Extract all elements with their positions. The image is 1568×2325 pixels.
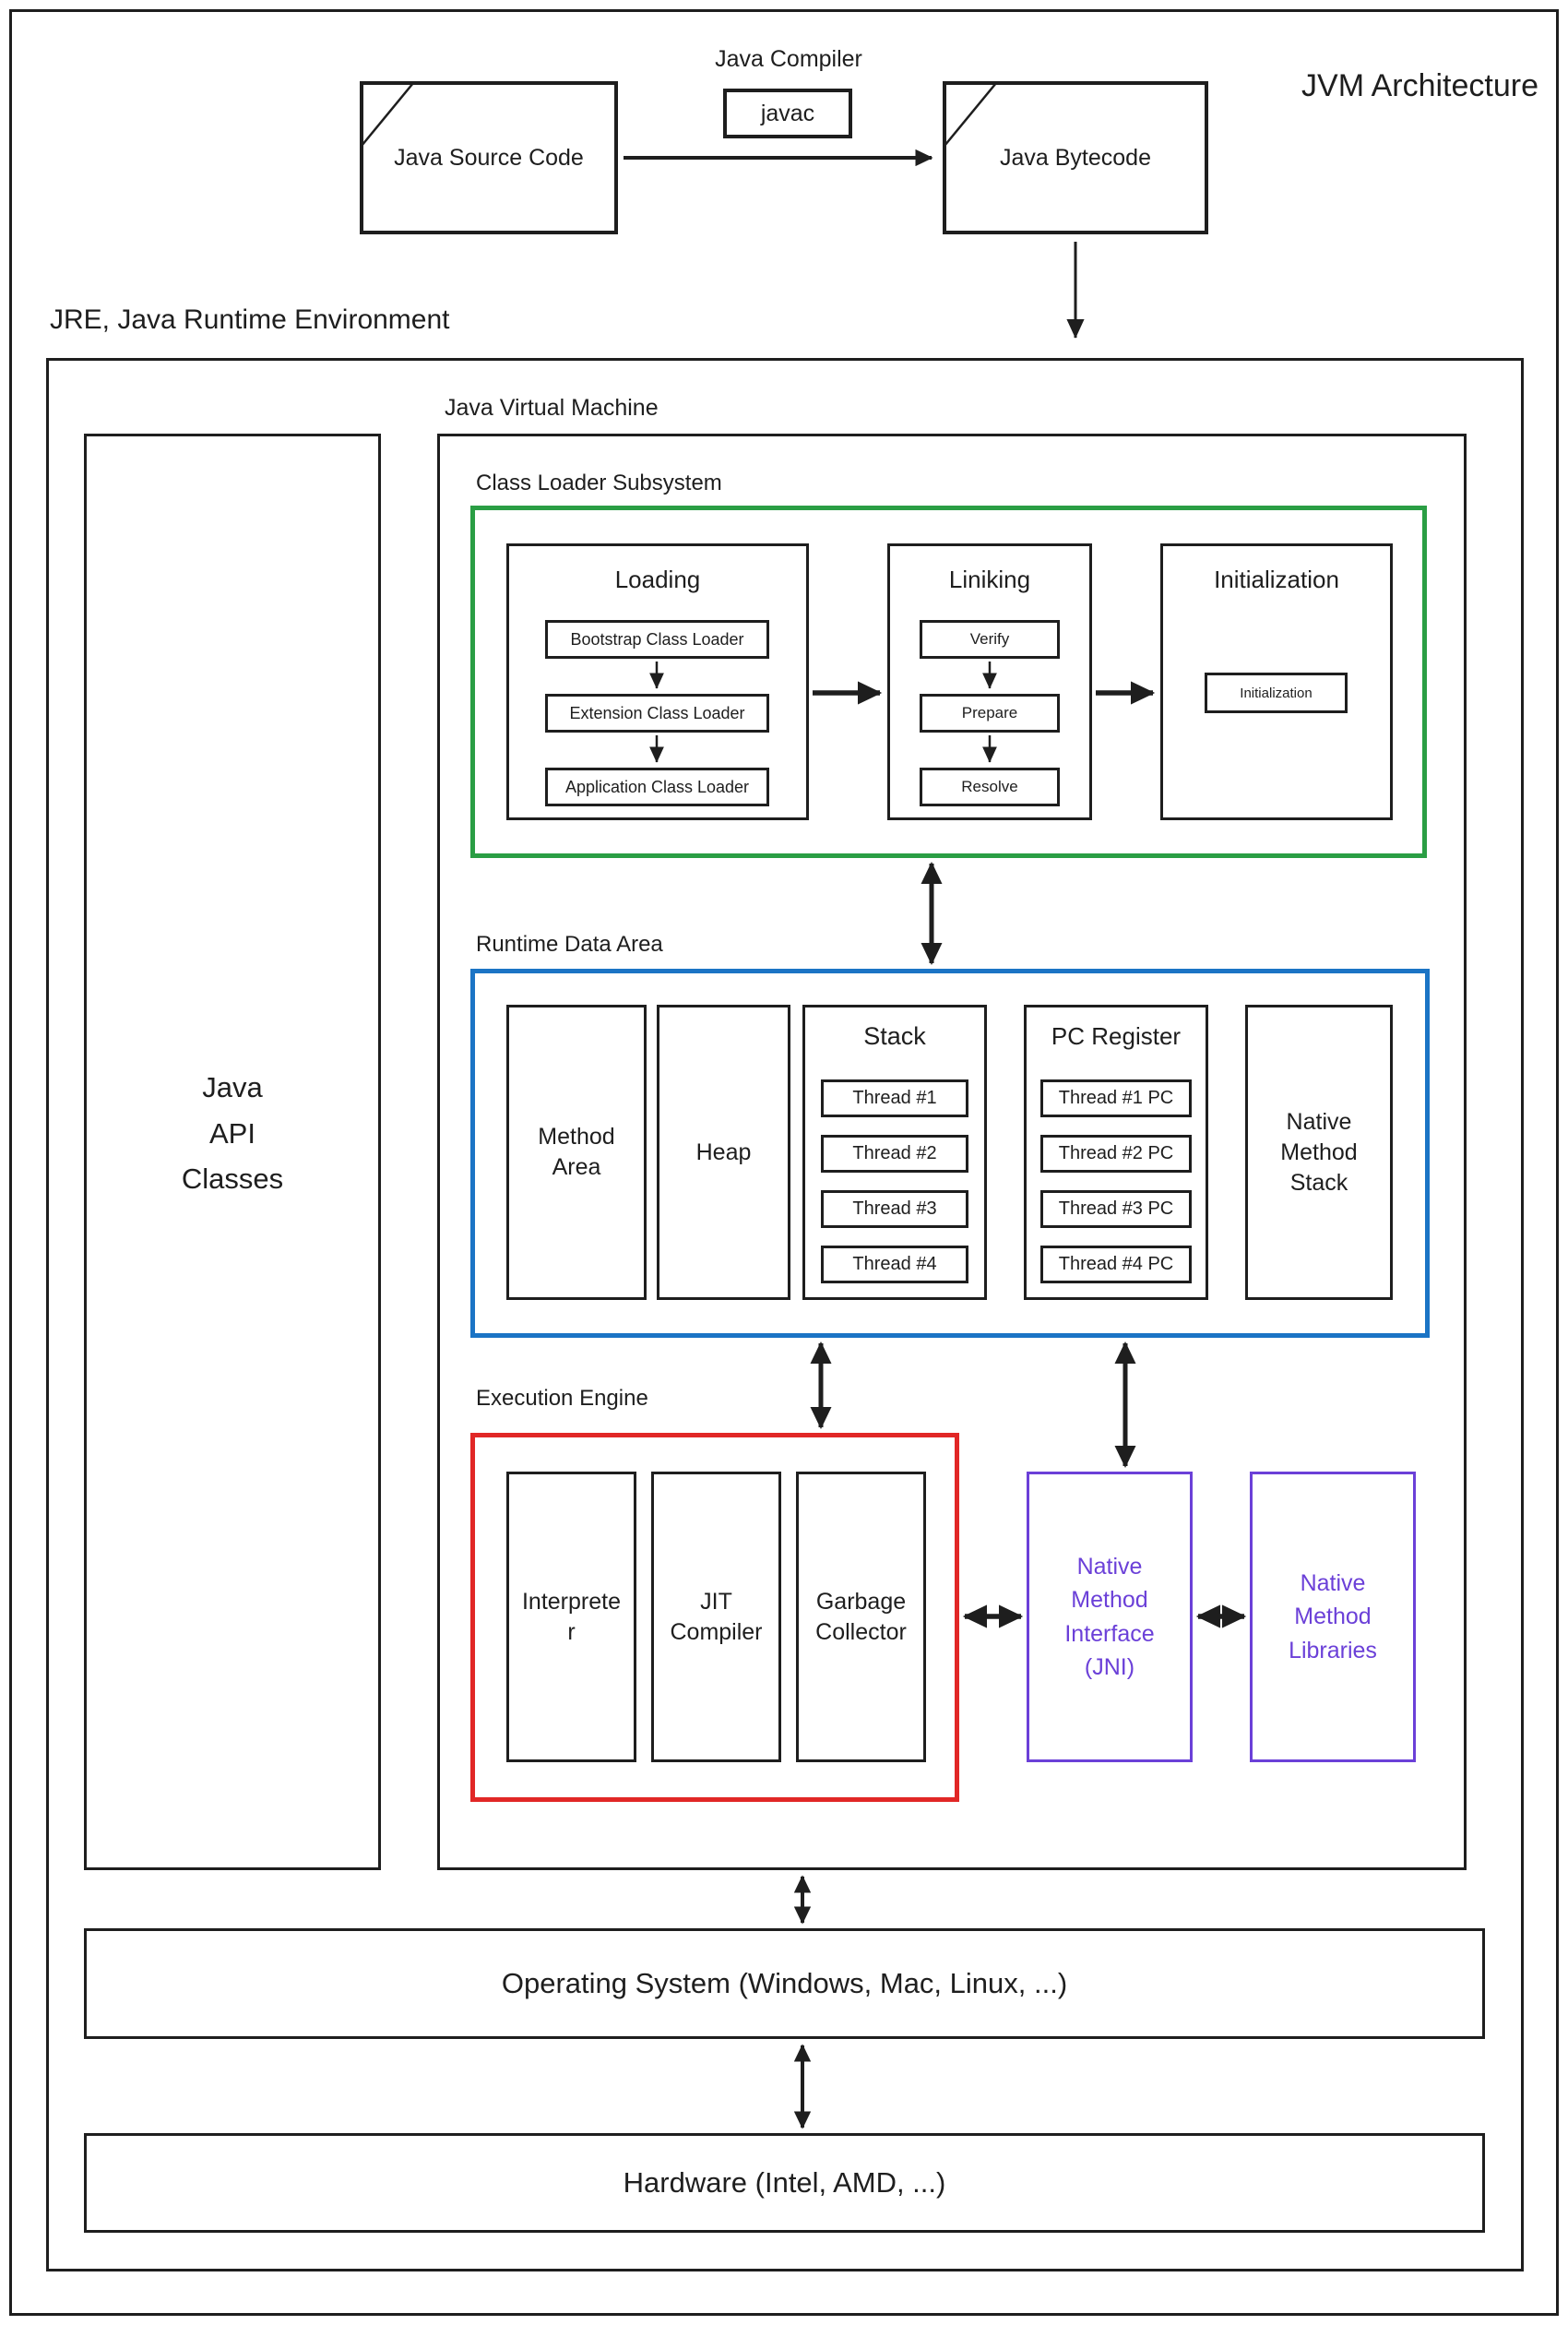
stack-thread-3-label: Thread #3 (852, 1198, 937, 1219)
operating-system-box: Operating System (Windows, Mac, Linux, .… (84, 1928, 1485, 2039)
prepare-label: Prepare (961, 704, 1018, 721)
stack-thread-1-label: Thread #1 (852, 1088, 937, 1108)
interpreter-label: Interprete r (521, 1588, 621, 1645)
execution-engine-label: Execution Engine (476, 1386, 648, 1411)
resolve-box: Resolve (920, 768, 1060, 806)
stack-thread-2-box: Thread #2 (821, 1135, 968, 1173)
execution-engine-box (470, 1433, 959, 1802)
java-bytecode-label: Java Bytecode (1000, 144, 1151, 171)
native-method-stack-label: Native Method Stack (1280, 1108, 1358, 1196)
bootstrap-class-loader-box: Bootstrap Class Loader (545, 620, 769, 659)
jre-label: JRE, Java Runtime Environment (50, 304, 450, 335)
stack-title: Stack (863, 1022, 926, 1050)
application-class-loader-label: Application Class Loader (564, 777, 750, 796)
native-method-stack-box: Native Method Stack (1245, 1005, 1393, 1300)
operating-system-label: Operating System (Windows, Mac, Linux, .… (501, 1967, 1068, 1999)
java-api-classes-box: Java API Classes (84, 434, 381, 1870)
stack-thread-4-label: Thread #4 (852, 1254, 937, 1274)
extension-class-loader-label: Extension Class Loader (569, 703, 745, 722)
native-method-interface-label: Native Method Interface (JNI) (1064, 1554, 1155, 1680)
heap-label: Heap (695, 1139, 752, 1165)
hardware-label: Hardware (Intel, AMD, ...) (623, 2166, 946, 2199)
java-source-code-label: Java Source Code (394, 144, 584, 171)
pc-thread-2-box: Thread #2 PC (1040, 1135, 1192, 1173)
pc-thread-1-label: Thread #1 PC (1058, 1088, 1174, 1108)
method-area-label: Method Area (538, 1124, 615, 1180)
pc-register-title: PC Register (1051, 1022, 1182, 1050)
initialization-title: Initialization (1214, 566, 1339, 593)
garbage-collector-label: Garbage Collector (815, 1588, 907, 1645)
pc-thread-1-box: Thread #1 PC (1040, 1079, 1192, 1117)
java-api-classes-label: Java API Classes (181, 1071, 284, 1196)
page-border (9, 9, 1559, 2316)
prepare-box: Prepare (920, 694, 1060, 733)
native-method-interface-box: Native Method Interface (JNI) (1027, 1472, 1193, 1762)
java-bytecode-box: Java Bytecode (943, 81, 1208, 234)
stack-thread-3-box: Thread #3 (821, 1190, 968, 1228)
verify-label: Verify (969, 630, 1010, 648)
jit-compiler-label: JIT Compiler (670, 1588, 763, 1645)
interpreter-box: Interprete r (506, 1472, 636, 1762)
runtime-data-area-box (470, 969, 1430, 1338)
loading-title: Loading (614, 566, 701, 593)
java-compiler-label: Java Compiler (715, 46, 862, 72)
jvm-label: Java Virtual Machine (445, 395, 659, 421)
extension-class-loader-box: Extension Class Loader (545, 694, 769, 733)
application-class-loader-box: Application Class Loader (545, 768, 769, 806)
initialization-inner-label: Initialization (1240, 685, 1313, 701)
stack-thread-1-box: Thread #1 (821, 1079, 968, 1117)
class-loader-subsystem-label: Class Loader Subsystem (476, 471, 722, 495)
page-title: JVM Architecture (1301, 68, 1538, 103)
hardware-box: Hardware (Intel, AMD, ...) (84, 2133, 1485, 2233)
javac-box: javac (723, 89, 852, 138)
stack-thread-2-label: Thread #2 (852, 1143, 937, 1163)
native-method-libraries-label: Native Method Libraries (1289, 1570, 1377, 1663)
bootstrap-class-loader-label: Bootstrap Class Loader (570, 629, 744, 649)
linking-title: Liniking (948, 566, 1031, 593)
garbage-collector-box: Garbage Collector (796, 1472, 926, 1762)
jit-compiler-box: JIT Compiler (651, 1472, 781, 1762)
verify-box: Verify (920, 620, 1060, 659)
runtime-data-area-label: Runtime Data Area (476, 932, 663, 957)
javac-label: javac (760, 100, 815, 126)
java-source-code-box: Java Source Code (360, 81, 618, 234)
method-area-box: Method Area (506, 1005, 647, 1300)
pc-thread-3-box: Thread #3 PC (1040, 1190, 1192, 1228)
pc-thread-4-label: Thread #4 PC (1058, 1254, 1174, 1274)
pc-thread-2-label: Thread #2 PC (1058, 1143, 1174, 1163)
native-method-libraries-box: Native Method Libraries (1250, 1472, 1416, 1762)
pc-thread-4-box: Thread #4 PC (1040, 1246, 1192, 1283)
resolve-label: Resolve (961, 778, 1018, 795)
initialization-inner-box: Initialization (1205, 673, 1348, 713)
heap-box: Heap (657, 1005, 790, 1300)
class-loader-subsystem-box (470, 506, 1427, 858)
pc-thread-3-label: Thread #3 PC (1058, 1198, 1174, 1219)
stack-thread-4-box: Thread #4 (821, 1246, 968, 1283)
